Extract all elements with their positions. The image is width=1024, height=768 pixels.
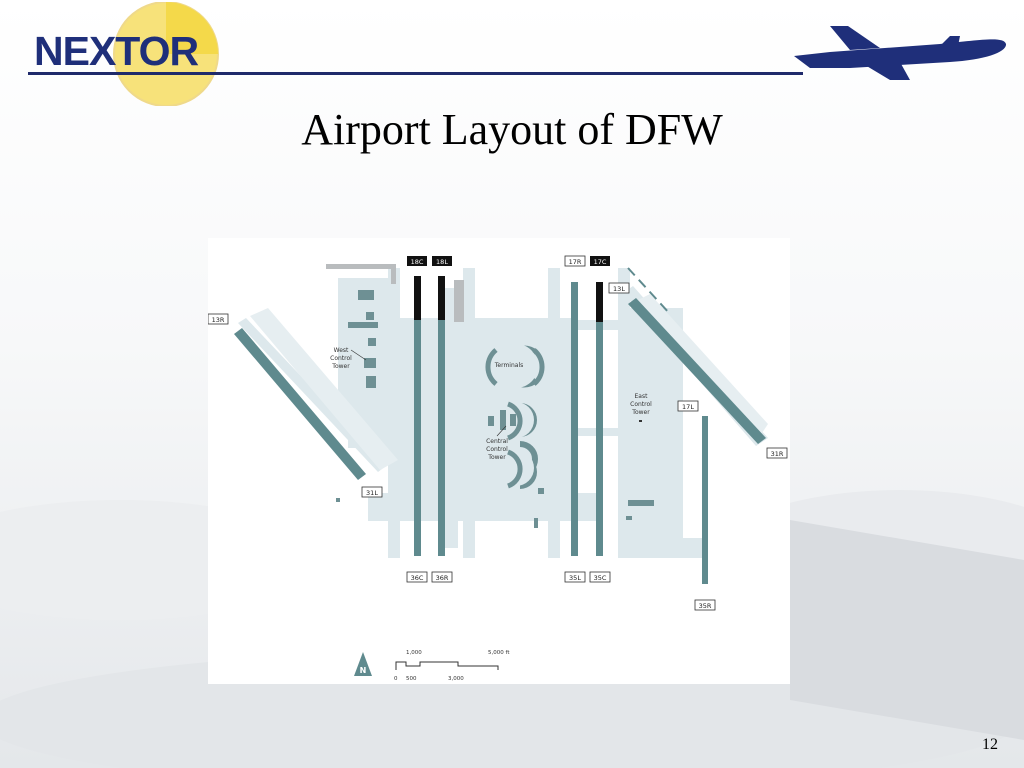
svg-text:West: West [334,347,349,354]
central-control-tower-label: Central Control Tower [486,438,508,461]
runway-label-17l: 17L [677,400,699,412]
svg-text:31R: 31R [771,450,784,458]
svg-text:Central: Central [486,438,508,445]
svg-text:3,000: 3,000 [448,676,464,682]
svg-text:Tower: Tower [331,363,350,370]
svg-text:18C: 18C [411,258,424,266]
svg-text:17R: 17R [569,258,582,266]
svg-text:13L: 13L [613,285,625,293]
svg-text:1,000: 1,000 [406,650,422,656]
slide-title: Airport Layout of DFW [301,105,723,154]
west-control-tower-label: West Control Tower [330,347,352,370]
terminals-label: Terminals [494,362,523,369]
runway-label-13l: 13L [608,282,630,294]
svg-text:31L: 31L [366,489,378,497]
runway-label-31l: 31L [361,486,383,498]
svg-text:0: 0 [394,676,398,682]
header-rule [28,72,803,75]
structures [326,264,654,520]
svg-text:Control: Control [330,355,352,362]
scale-bar: 1,000 5,000 ft 0 500 3,000 [394,650,510,682]
airplane-icon [794,26,1007,80]
svg-text:Control: Control [630,401,652,408]
runway-label-17c: 17C [590,256,610,266]
logo-text: NEXTOR [34,28,199,74]
svg-text:35L: 35L [569,574,581,582]
svg-text:35R: 35R [699,602,712,610]
svg-text:36C: 36C [411,574,424,582]
svg-text:36R: 36R [436,574,449,582]
svg-text:East: East [635,393,649,400]
runways [234,267,766,584]
svg-text:Tower: Tower [487,454,506,461]
svg-text:35C: 35C [594,574,607,582]
page-number: 12 [982,736,998,753]
airport-map: 18C 18L 17R 17C 13L 13R 17L 31R 31L 36C … [208,238,790,684]
north-arrow: N [354,652,372,676]
svg-text:5,000 ft: 5,000 ft [488,650,510,656]
runway-label-17r: 17R [564,255,586,267]
runway-label-31r: 31R [766,447,788,459]
terminal-fills [494,344,538,486]
east-control-tower-label: East Control Tower [630,393,652,416]
runway-label-13r: 13R [208,313,229,325]
runway-label-36c: 36C [406,571,428,583]
svg-text:Control: Control [486,446,508,453]
svg-text:13R: 13R [212,316,225,324]
nextor-logo [113,2,219,106]
runway-label-36r: 36R [431,571,453,583]
runway-label-35r: 35R [694,599,716,611]
svg-text:N: N [360,666,367,675]
svg-text:18L: 18L [436,258,448,266]
svg-text:17C: 17C [594,258,607,266]
runway-label-35c: 35C [589,571,611,583]
svg-text:17L: 17L [682,403,694,411]
runway-label-35l: 35L [564,571,586,583]
svg-text:Tower: Tower [631,409,650,416]
svg-text:500: 500 [406,676,417,682]
runway-label-18l: 18L [432,256,452,266]
runway-label-18c: 18C [407,256,427,266]
